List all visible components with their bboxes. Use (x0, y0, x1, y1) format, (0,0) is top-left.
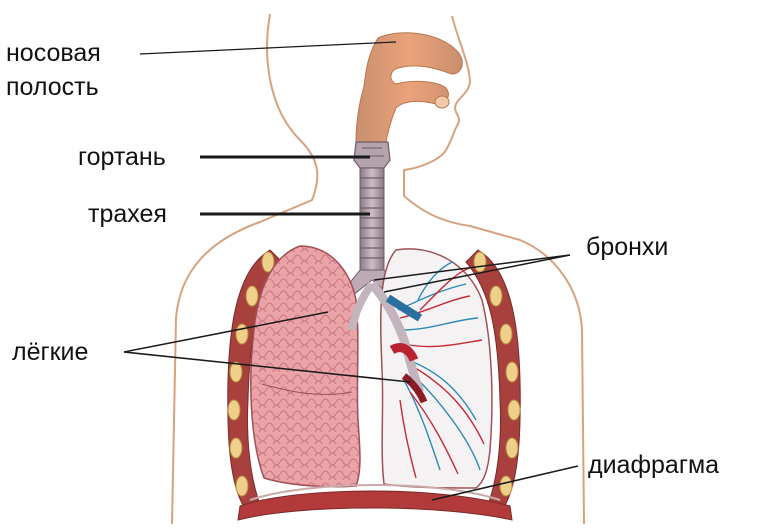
label-trachea: трахея (88, 199, 167, 229)
label-lungs: лёгкие (12, 337, 88, 367)
label-nasal-cavity-line2: полость (6, 72, 99, 102)
label-bronchi: бронхи (586, 232, 668, 262)
label-nasal-cavity-line1: носовая (6, 38, 101, 68)
larynx-shape (354, 142, 390, 168)
label-diaphragm: диафрагма (588, 450, 719, 480)
nasal-cavity-shape (356, 33, 462, 142)
right-lung-shape (381, 249, 492, 488)
label-larynx: гортань (78, 142, 166, 172)
